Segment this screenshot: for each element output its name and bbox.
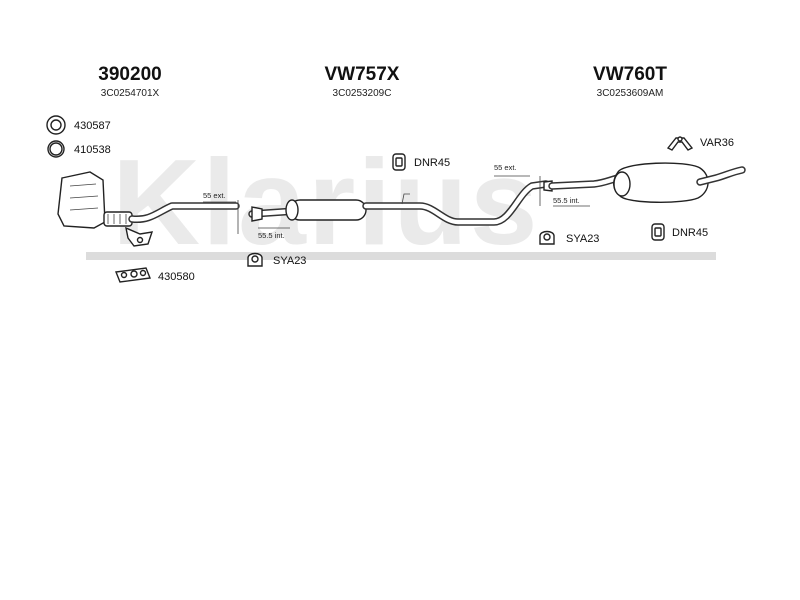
fitting-dnr45[interactable]: DNR45	[651, 223, 708, 241]
joint-ext-label: 55 ext.	[494, 163, 517, 172]
fitting-code: DNR45	[672, 227, 708, 239]
fitting-var36[interactable]: VAR36	[666, 136, 734, 151]
fitting-code: DNR45	[414, 157, 450, 169]
section-oem-ref: 3C0253609AM	[597, 88, 664, 99]
hanger-pin	[401, 193, 410, 205]
fitting-dnr45[interactable]: DNR45	[392, 153, 450, 171]
fitting-430580[interactable]: 430580	[115, 267, 195, 283]
section-part-number[interactable]: VW760T	[593, 64, 667, 85]
fitting-sya23[interactable]: SYA23	[247, 252, 306, 268]
joint-int-label: 55.5 int.	[553, 196, 580, 205]
fitting-410538[interactable]: 410538	[47, 140, 111, 158]
catalyst-body	[57, 171, 106, 229]
joint-int-label: 55.5 int.	[258, 231, 285, 240]
section-oem-ref: 3C0253209C	[333, 88, 392, 99]
section-oem-ref: 3C0254701X	[101, 88, 160, 99]
fitting-code: 410538	[74, 144, 111, 156]
centre-pipe-flare	[251, 206, 263, 222]
fitting-code: 430587	[74, 120, 111, 132]
fitting-sya23[interactable]: SYA23	[539, 230, 599, 246]
joint-dimension: 55 ext. 55.5 int.	[203, 191, 290, 240]
fitting-code: VAR36	[700, 137, 734, 149]
baseline-rail	[86, 252, 716, 260]
fitting-430587[interactable]: 430587	[46, 115, 111, 135]
middle-silencer[interactable]	[289, 199, 367, 221]
joint-ext-label: 55 ext.	[203, 191, 226, 200]
section-part-number[interactable]: 390200	[98, 64, 161, 85]
fitting-code: SYA23	[273, 255, 306, 267]
fitting-code: SYA23	[566, 233, 599, 245]
front-catalyst-assembly[interactable]	[57, 171, 154, 247]
fitting-code: 430580	[158, 271, 195, 283]
section-part-number[interactable]: VW757X	[325, 64, 400, 85]
